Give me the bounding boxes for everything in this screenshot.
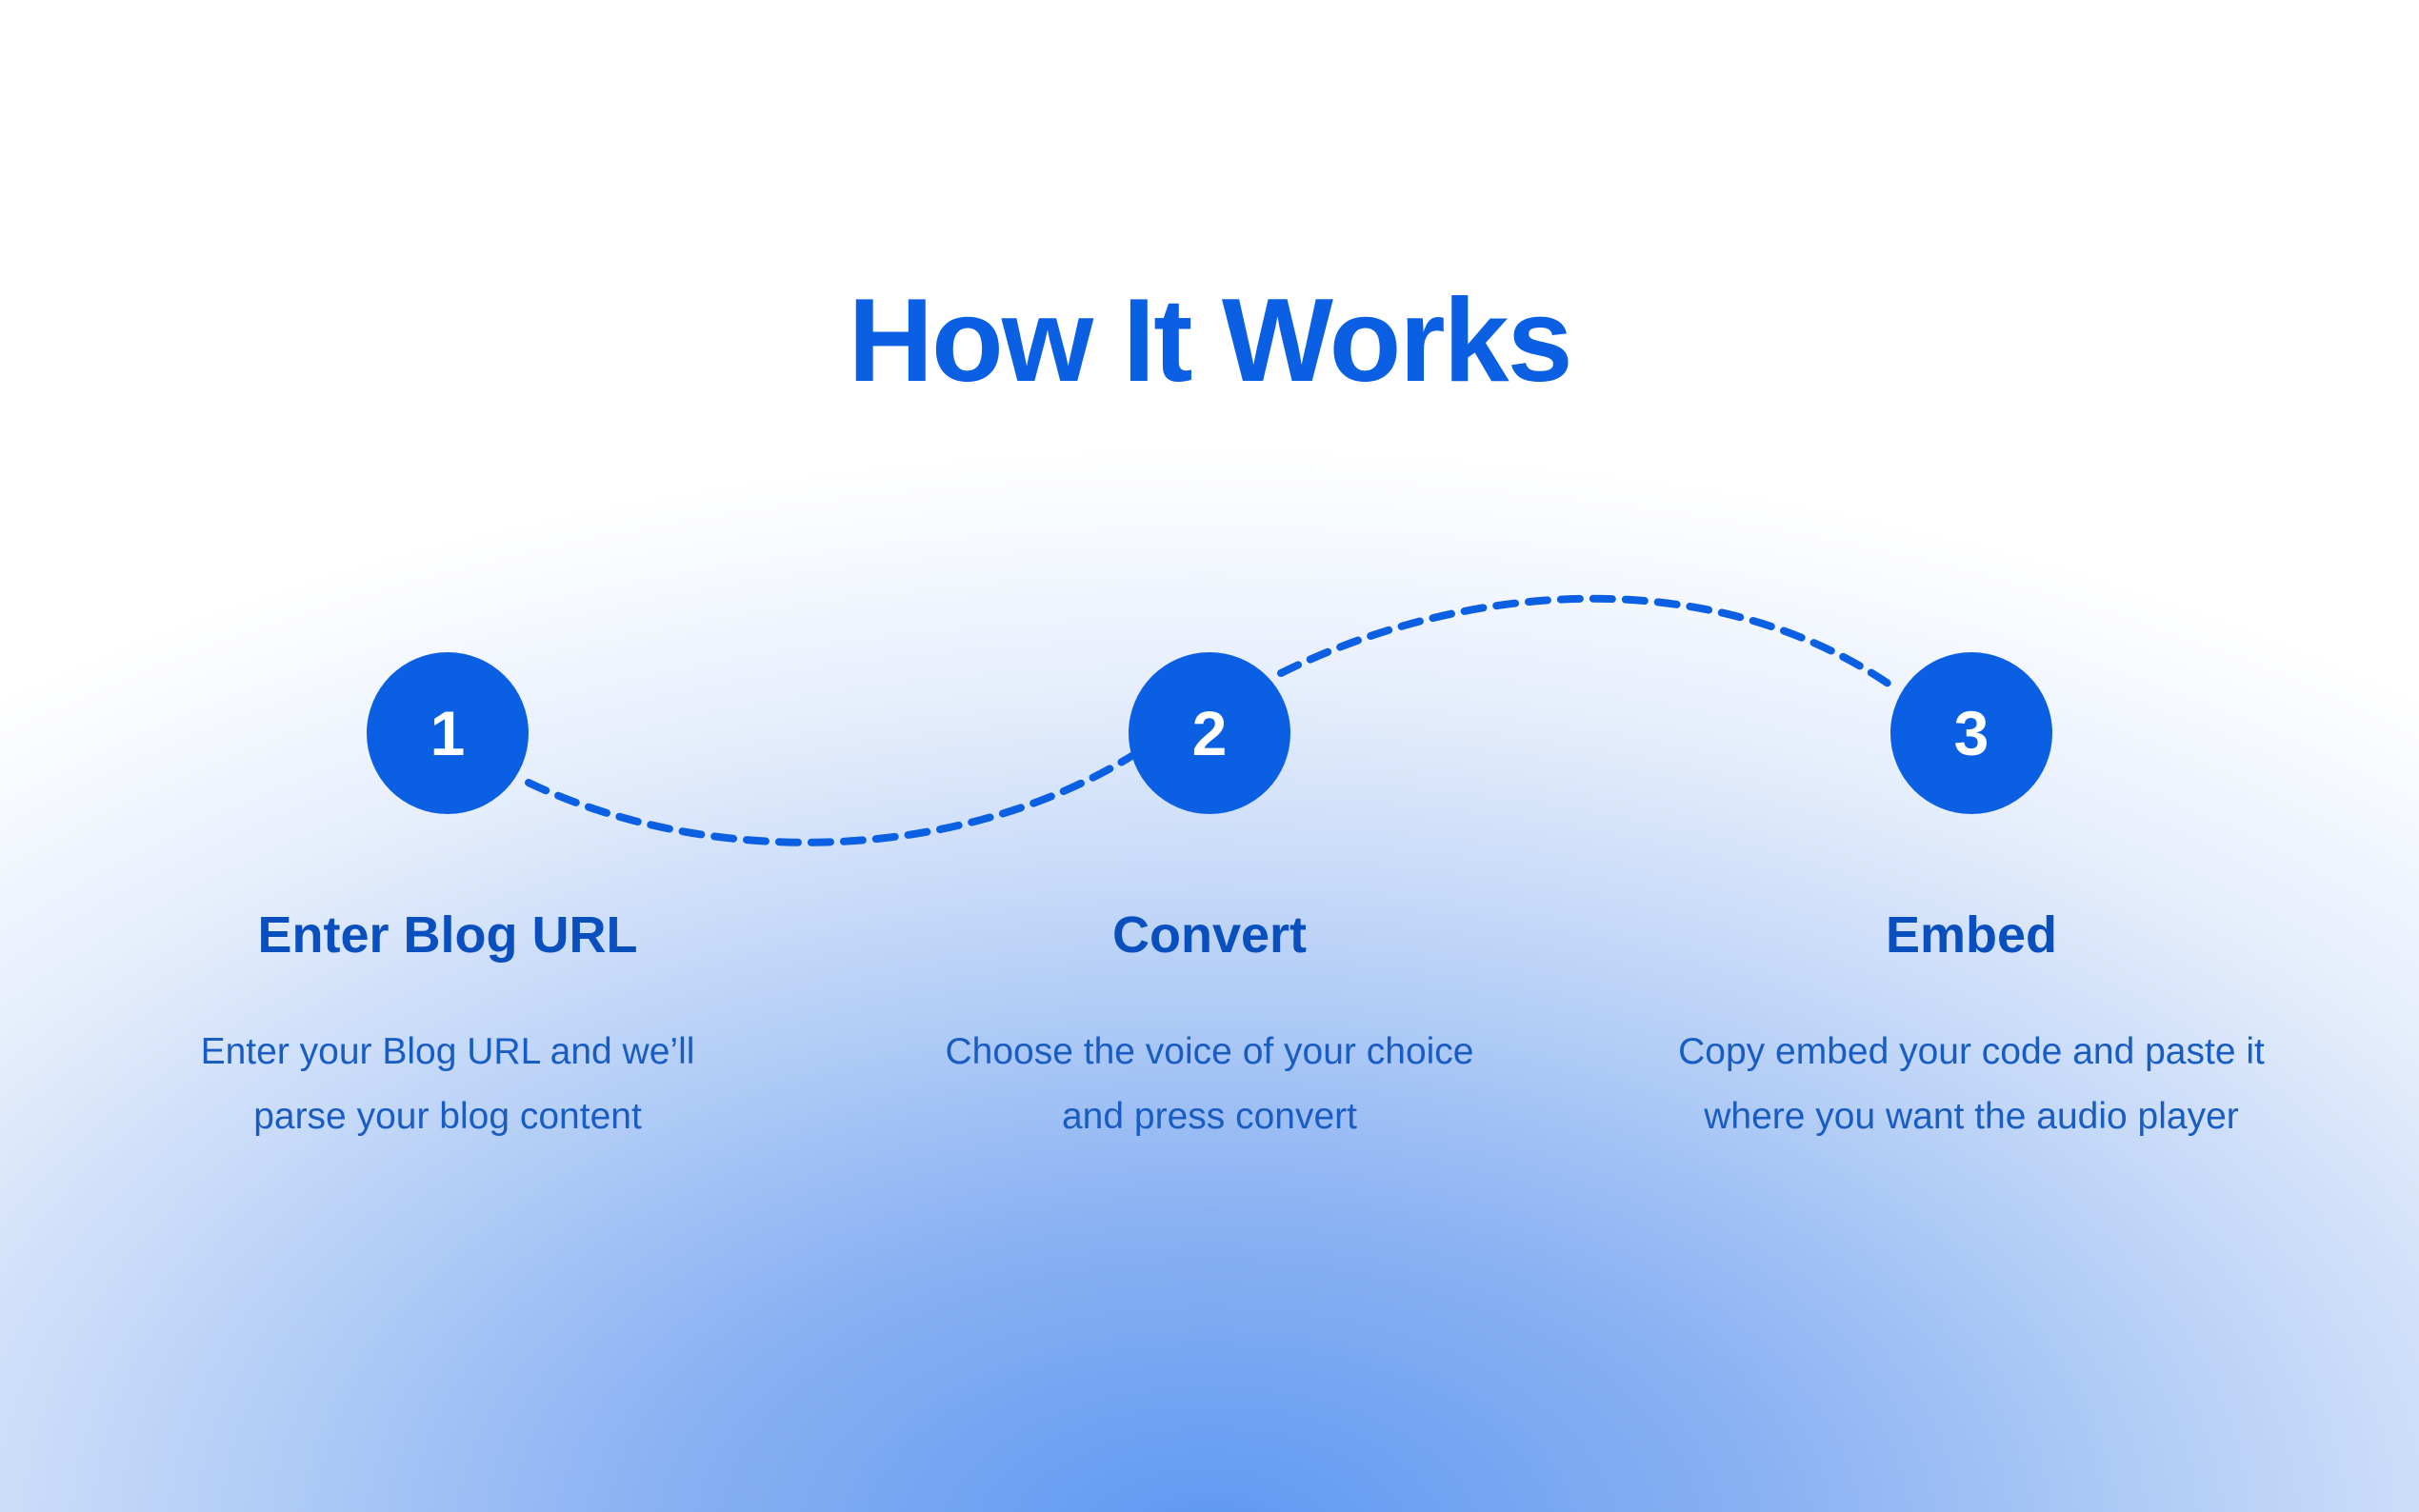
section-title: How It Works — [848, 275, 1572, 407]
step-3-title: Embed — [1885, 906, 2058, 964]
step-2-title: Convert — [1111, 906, 1308, 964]
step-3-description: Copy embed your code and paste it where … — [1678, 1031, 2265, 1137]
step-3-number-badge: 3 — [1890, 652, 2052, 814]
step-1-number-badge: 1 — [367, 652, 529, 814]
step-2-number-badge: 2 — [1129, 652, 1290, 814]
step-1-description: Enter your Blog URL and we’ll parse your… — [200, 1031, 695, 1137]
step-2-description: Choose the voice of your choice and pres… — [945, 1031, 1474, 1137]
step-1-title: Enter Blog URL — [257, 906, 638, 964]
connector-path-1-2 — [525, 751, 1137, 846]
connector-path-2-3 — [1277, 594, 1899, 692]
